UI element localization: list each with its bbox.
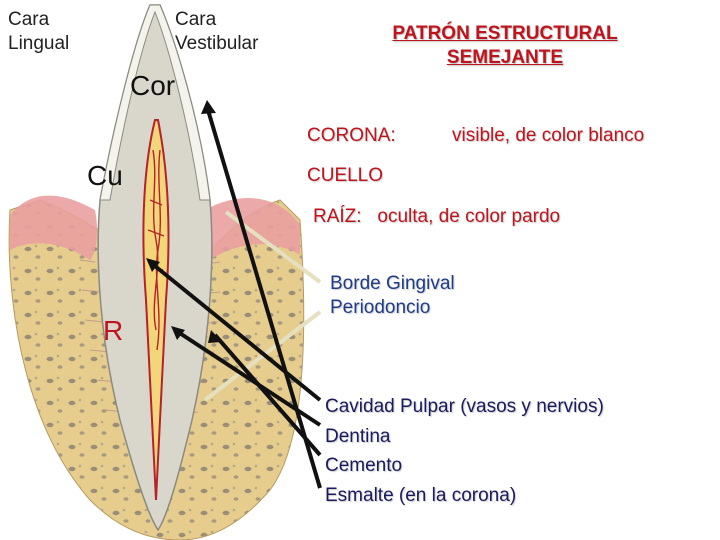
label-cara-lingual: Cara Lingual <box>8 9 70 54</box>
raiz-label: RAÍZ: oculta, de color pardo <box>313 206 561 227</box>
arrow-periodoncio <box>203 310 322 402</box>
arrow-cavidad <box>148 260 322 402</box>
cuello-label: CUELLO <box>307 165 384 186</box>
tooth-enamel <box>99 4 211 201</box>
page-title: PATRÓN ESTRUCTURAL SEMEJANTE <box>392 23 618 68</box>
arrow-esmalte <box>206 109 322 489</box>
tissue-cavidad-pulpar: Cavidad Pulpar (vasos y nervios) <box>325 396 604 417</box>
tooth-tissue-list: Cavidad Pulpar (vasos y nervios) Dentina… <box>325 392 604 510</box>
soft-tissue-list: Borde Gingival Periodoncio <box>330 272 455 320</box>
tissue-esmalte: Esmalte (en la corona) <box>325 484 517 506</box>
label-cu: Cu <box>87 160 123 191</box>
label-cara-vestibular: Cara Vestibular <box>175 9 259 54</box>
tissue-periodoncio: Periodoncio <box>330 297 431 318</box>
corona-label: CORONA: <box>307 125 396 146</box>
tissue-cemento: Cemento <box>325 455 403 476</box>
corona-description: visible, de color blanco <box>452 125 645 146</box>
tissue-dentina: Dentina <box>325 425 391 447</box>
gingival-border-left <box>10 195 98 260</box>
pointer-arrows <box>148 109 322 489</box>
label-cor: Cor <box>130 70 176 101</box>
label-r: R <box>103 315 124 346</box>
pulp-cavity <box>142 119 170 501</box>
tissue-borde-gingival: Borde Gingival <box>330 273 455 294</box>
